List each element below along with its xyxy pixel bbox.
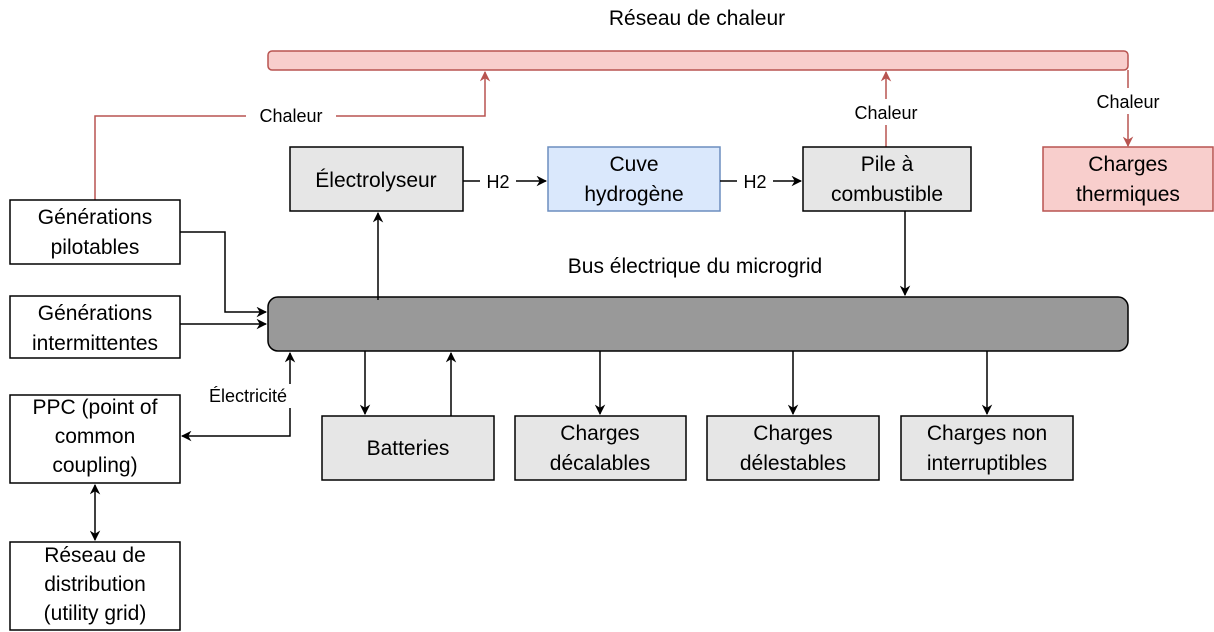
node-gen-inter-label-1: Générations <box>38 302 152 325</box>
node-charges-del-label-2: délestables <box>740 452 846 475</box>
node-generations-intermittentes <box>9 295 181 359</box>
heat-label-bg-right <box>1086 88 1170 114</box>
node-pile-combustible <box>802 146 972 212</box>
node-utility-label-3: (utility grid) <box>44 602 147 625</box>
node-batteries <box>321 415 495 481</box>
heat-label-pile: Chaleur <box>854 103 917 123</box>
node-charges-dec-label-2: décalables <box>550 452 650 475</box>
node-utility-label-2: distribution <box>44 573 146 596</box>
node-charges-dec-label-1: Charges <box>560 422 639 445</box>
node-ppc-label-3: coupling) <box>52 454 137 477</box>
node-gen-pilot-label-1: Générations <box>38 206 152 229</box>
electric-bus-bar <box>267 296 1129 352</box>
electricite-label-bg <box>196 384 302 408</box>
edge-gen-pilot-bus <box>180 231 268 318</box>
h2-label-bg-1 <box>480 169 516 193</box>
node-ppc-label-1: PPC (point of <box>33 396 158 419</box>
node-charges-non-interruptibles <box>900 415 1074 481</box>
node-pile-label-1: Pile à <box>861 153 914 176</box>
node-charges-thermiques-label-2: thermiques <box>1076 183 1180 206</box>
heat-label-bg-left <box>246 104 336 128</box>
edge-ppc-bus <box>180 351 296 442</box>
node-charges-non-label-2: interruptibles <box>927 452 1047 475</box>
node-gen-inter-label-2: intermittentes <box>32 332 158 355</box>
node-charges-thermiques <box>1042 146 1214 212</box>
node-charges-del-label-1: Charges <box>753 422 832 445</box>
node-pile-label-2: combustible <box>831 183 943 206</box>
h2-label-1: H2 <box>486 172 509 192</box>
heat-label-right: Chaleur <box>1096 92 1159 112</box>
electricite-label: Électricité <box>209 386 287 406</box>
node-ppc-label-2: common <box>55 425 136 448</box>
heat-network-bar <box>267 50 1129 71</box>
electric-bus-title: Bus électrique du microgrid <box>568 255 822 278</box>
heat-label-bg-pile <box>846 99 926 125</box>
node-cuve-hydrogene <box>547 146 721 212</box>
node-ppc <box>9 394 181 484</box>
node-charges-non-label-1: Charges non <box>927 422 1047 445</box>
node-batteries-label-1: Batteries <box>367 437 450 460</box>
node-charges-delestables <box>706 415 880 481</box>
node-utility-grid <box>9 541 181 631</box>
heat-network-title: Réseau de chaleur <box>609 7 785 30</box>
node-electrolyseur <box>289 146 464 212</box>
node-gen-pilot-label-2: pilotables <box>51 236 140 259</box>
h2-label-2: H2 <box>743 172 766 192</box>
node-electrolyseur-label-1: Électrolyseur <box>315 169 436 192</box>
h2-label-bg-2 <box>737 169 773 193</box>
node-charges-thermiques-label-1: Charges <box>1088 153 1167 176</box>
node-charges-decalables <box>514 415 687 481</box>
node-cuve-label-2: hydrogène <box>584 183 683 206</box>
node-utility-label-1: Réseau de <box>44 544 146 567</box>
node-cuve-label-1: Cuve <box>609 153 658 176</box>
heat-label-left: Chaleur <box>259 106 322 126</box>
